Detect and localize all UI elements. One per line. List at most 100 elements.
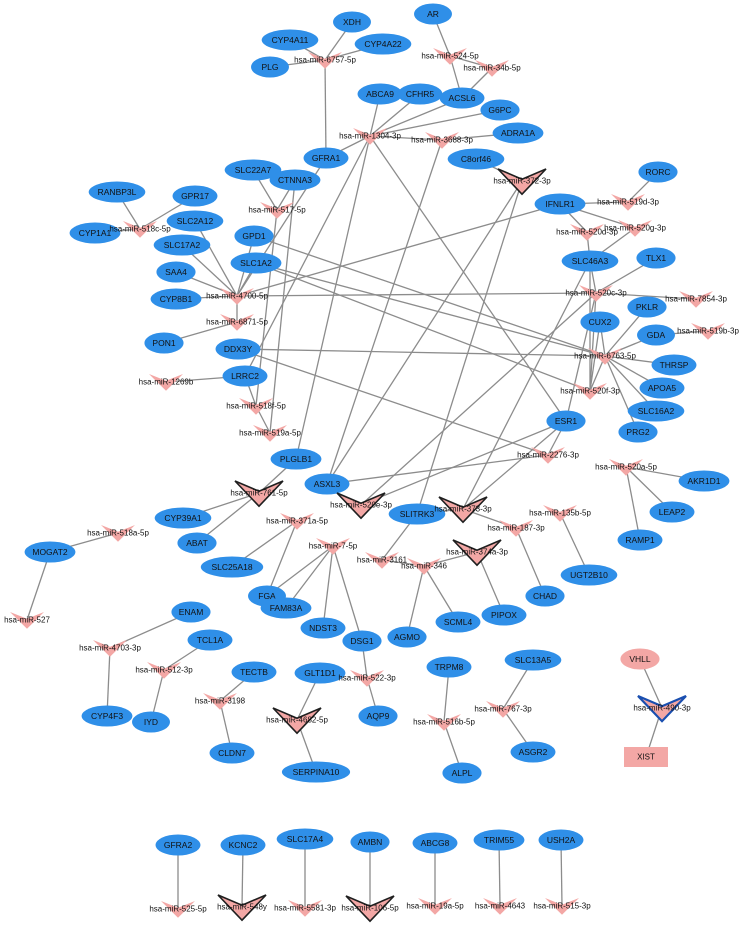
node-trim55[interactable]: TRIM55 bbox=[473, 829, 525, 851]
node-abat[interactable]: ABAT bbox=[177, 532, 217, 554]
node-m519a[interactable]: hsa-miR-519a-5p bbox=[239, 425, 301, 442]
node-m761[interactable]: hsa-miR-761-5p bbox=[230, 480, 288, 508]
node-tlx1[interactable]: TLX1 bbox=[636, 247, 676, 269]
node-abca9[interactable]: ABCA9 bbox=[357, 83, 403, 105]
node-m4643[interactable]: hsa-miR-4643 bbox=[475, 898, 526, 915]
node-m520c[interactable]: hsa-miR-520c-3p bbox=[565, 285, 627, 302]
node-adra1a[interactable]: ADRA1A bbox=[492, 122, 544, 144]
node-ramp1[interactable]: RAMP1 bbox=[617, 529, 663, 551]
node-cyp39a1[interactable]: CYP39A1 bbox=[154, 507, 212, 529]
node-pklr[interactable]: PKLR bbox=[627, 296, 667, 318]
node-alpl[interactable]: ALPL bbox=[442, 762, 482, 784]
node-m490[interactable]: hsa-miR-490-3p bbox=[633, 694, 691, 723]
node-ndst3[interactable]: NDST3 bbox=[300, 617, 346, 639]
node-m373[interactable]: hsa-miR-373-3p bbox=[434, 496, 492, 524]
node-ddx3y[interactable]: DDX3Y bbox=[215, 338, 261, 360]
node-m135b[interactable]: hsa-miR-135b-5p bbox=[529, 505, 591, 522]
node-cyp4f3[interactable]: CYP4F3 bbox=[81, 705, 133, 727]
node-slc22a7[interactable]: SLC22A7 bbox=[224, 159, 282, 181]
node-agmo[interactable]: AGMO bbox=[387, 626, 427, 648]
node-cyp4a22[interactable]: CYP4A22 bbox=[354, 33, 412, 55]
node-acsl6[interactable]: ACSL6 bbox=[439, 87, 485, 109]
node-cfhr5[interactable]: CFHR5 bbox=[397, 83, 443, 105]
node-asxl3[interactable]: ASXL3 bbox=[304, 473, 350, 495]
node-cyp4a11[interactable]: CYP4A11 bbox=[261, 29, 319, 51]
node-m7854[interactable]: hsa-miR-7854-3p bbox=[665, 291, 727, 308]
node-rorc[interactable]: RORC bbox=[638, 161, 678, 183]
node-m6757[interactable]: hsa-miR-6757-5p bbox=[294, 52, 356, 69]
node-cldn7[interactable]: CLDN7 bbox=[209, 742, 255, 764]
node-m3198[interactable]: hsa-miR-3198 bbox=[195, 693, 246, 710]
node-ranbp3l[interactable]: RANBP3L bbox=[88, 181, 146, 203]
node-gfra1[interactable]: GFRA1 bbox=[303, 147, 349, 169]
node-m4703[interactable]: hsa-miR-4703-3p bbox=[79, 640, 141, 657]
node-m527[interactable]: hsa-miR-527 bbox=[4, 612, 50, 629]
node-gfra2[interactable]: GFRA2 bbox=[155, 834, 201, 856]
node-xist[interactable]: XIST bbox=[624, 747, 668, 767]
node-dsg1[interactable]: DSG1 bbox=[342, 630, 382, 652]
node-fam83a[interactable]: FAM83A bbox=[260, 597, 312, 619]
node-plglb1[interactable]: PLGLB1 bbox=[270, 448, 322, 470]
node-xdh[interactable]: XDH bbox=[333, 11, 371, 33]
node-m520f[interactable]: hsa-miR-520f-3p bbox=[560, 383, 620, 400]
node-m767[interactable]: hsa-miR-767-3p bbox=[474, 701, 532, 718]
node-m346[interactable]: hsa-miR-346 bbox=[401, 558, 447, 575]
node-m515[interactable]: hsa-miR-515-3p bbox=[533, 898, 591, 915]
node-leap2[interactable]: LEAP2 bbox=[649, 501, 695, 523]
node-m517[interactable]: hsa-miR-517-5p bbox=[248, 202, 306, 219]
node-slc46a3[interactable]: SLC46A3 bbox=[561, 250, 619, 272]
node-kcnc2[interactable]: KCNC2 bbox=[220, 834, 266, 856]
node-slitrk3[interactable]: SLITRK3 bbox=[388, 503, 446, 525]
node-plg[interactable]: PLG bbox=[251, 56, 289, 78]
node-m524[interactable]: hsa-miR-524-5p bbox=[421, 48, 479, 65]
node-slc17a4[interactable]: SLC17A4 bbox=[276, 828, 334, 850]
node-m5581[interactable]: hsa-miR-5581-3p bbox=[274, 900, 336, 917]
node-ambn[interactable]: AMBN bbox=[350, 831, 390, 853]
node-m520e[interactable]: hsa-miR-520e-3p bbox=[330, 492, 392, 520]
node-m516b[interactable]: hsa-miR-516b-5p bbox=[413, 714, 475, 731]
node-m520g[interactable]: hsa-miR-520g-3p bbox=[604, 220, 666, 237]
node-ar[interactable]: AR bbox=[414, 3, 452, 25]
node-slc1a2[interactable]: SLC1A2 bbox=[230, 252, 282, 274]
node-m519d[interactable]: hsa-miR-519d-3p bbox=[597, 194, 659, 211]
node-prg2[interactable]: PRG2 bbox=[618, 421, 658, 443]
node-m19a[interactable]: hsa-miR-19a-5p bbox=[406, 898, 464, 915]
node-gpd1[interactable]: GPD1 bbox=[234, 225, 274, 247]
node-cyp8b1[interactable]: CYP8B1 bbox=[150, 288, 202, 310]
node-asgr2[interactable]: ASGR2 bbox=[510, 741, 556, 763]
node-tectb[interactable]: TECTB bbox=[231, 661, 277, 683]
node-m374a[interactable]: hsa-miR-374a-3p bbox=[446, 539, 508, 567]
node-m519b[interactable]: hsa-miR-519b-3p bbox=[677, 323, 739, 340]
node-slc25a18[interactable]: SLC25A18 bbox=[200, 556, 264, 578]
node-chad[interactable]: CHAD bbox=[525, 585, 565, 607]
node-mogat2[interactable]: MOGAT2 bbox=[24, 541, 76, 563]
node-m520d[interactable]: hsa-miR-520d-3p bbox=[556, 224, 618, 241]
node-esr1[interactable]: ESR1 bbox=[546, 410, 586, 432]
node-slc17a2[interactable]: SLC17A2 bbox=[153, 234, 211, 256]
node-g6pc[interactable]: G6PC bbox=[480, 99, 520, 121]
node-iyd[interactable]: IYD bbox=[132, 711, 170, 733]
node-m518f[interactable]: hsa-miR-518f-5p bbox=[226, 398, 286, 415]
node-tcl1a[interactable]: TCL1A bbox=[187, 629, 233, 651]
node-slc13a5[interactable]: SLC13A5 bbox=[504, 649, 562, 671]
node-ifnlr1[interactable]: IFNLR1 bbox=[534, 193, 586, 215]
node-cux2[interactable]: CUX2 bbox=[580, 311, 620, 333]
node-m548y[interactable]: hsa-miR-548y bbox=[217, 894, 267, 922]
node-m4682[interactable]: hsa-miR-4682-5p bbox=[266, 707, 328, 735]
node-m4700[interactable]: hsa-miR-4700-5p bbox=[206, 288, 268, 305]
node-trpm8[interactable]: TRPM8 bbox=[426, 656, 472, 678]
node-gpr17[interactable]: GPR17 bbox=[172, 185, 218, 207]
node-slc16a2[interactable]: SLC16A2 bbox=[627, 400, 685, 422]
node-m6871[interactable]: hsa-miR-6871-5p bbox=[206, 314, 268, 331]
node-m525[interactable]: hsa-miR-525-5p bbox=[149, 901, 207, 918]
node-thrsp[interactable]: THRSP bbox=[651, 354, 697, 376]
node-vhll[interactable]: VHLL bbox=[620, 648, 660, 670]
node-m520a[interactable]: hsa-miR-520a-5p bbox=[595, 459, 657, 476]
node-gda[interactable]: GDA bbox=[637, 324, 675, 346]
node-serpina10[interactable]: SERPINA10 bbox=[281, 761, 351, 783]
node-apoa5[interactable]: APOA5 bbox=[639, 377, 685, 399]
node-saa4[interactable]: SAA4 bbox=[156, 261, 196, 283]
node-m518a[interactable]: hsa-miR-518a-5p bbox=[87, 525, 149, 542]
node-ush2a[interactable]: USH2A bbox=[538, 829, 584, 851]
node-m512[interactable]: hsa-miR-512-3p bbox=[135, 662, 193, 679]
